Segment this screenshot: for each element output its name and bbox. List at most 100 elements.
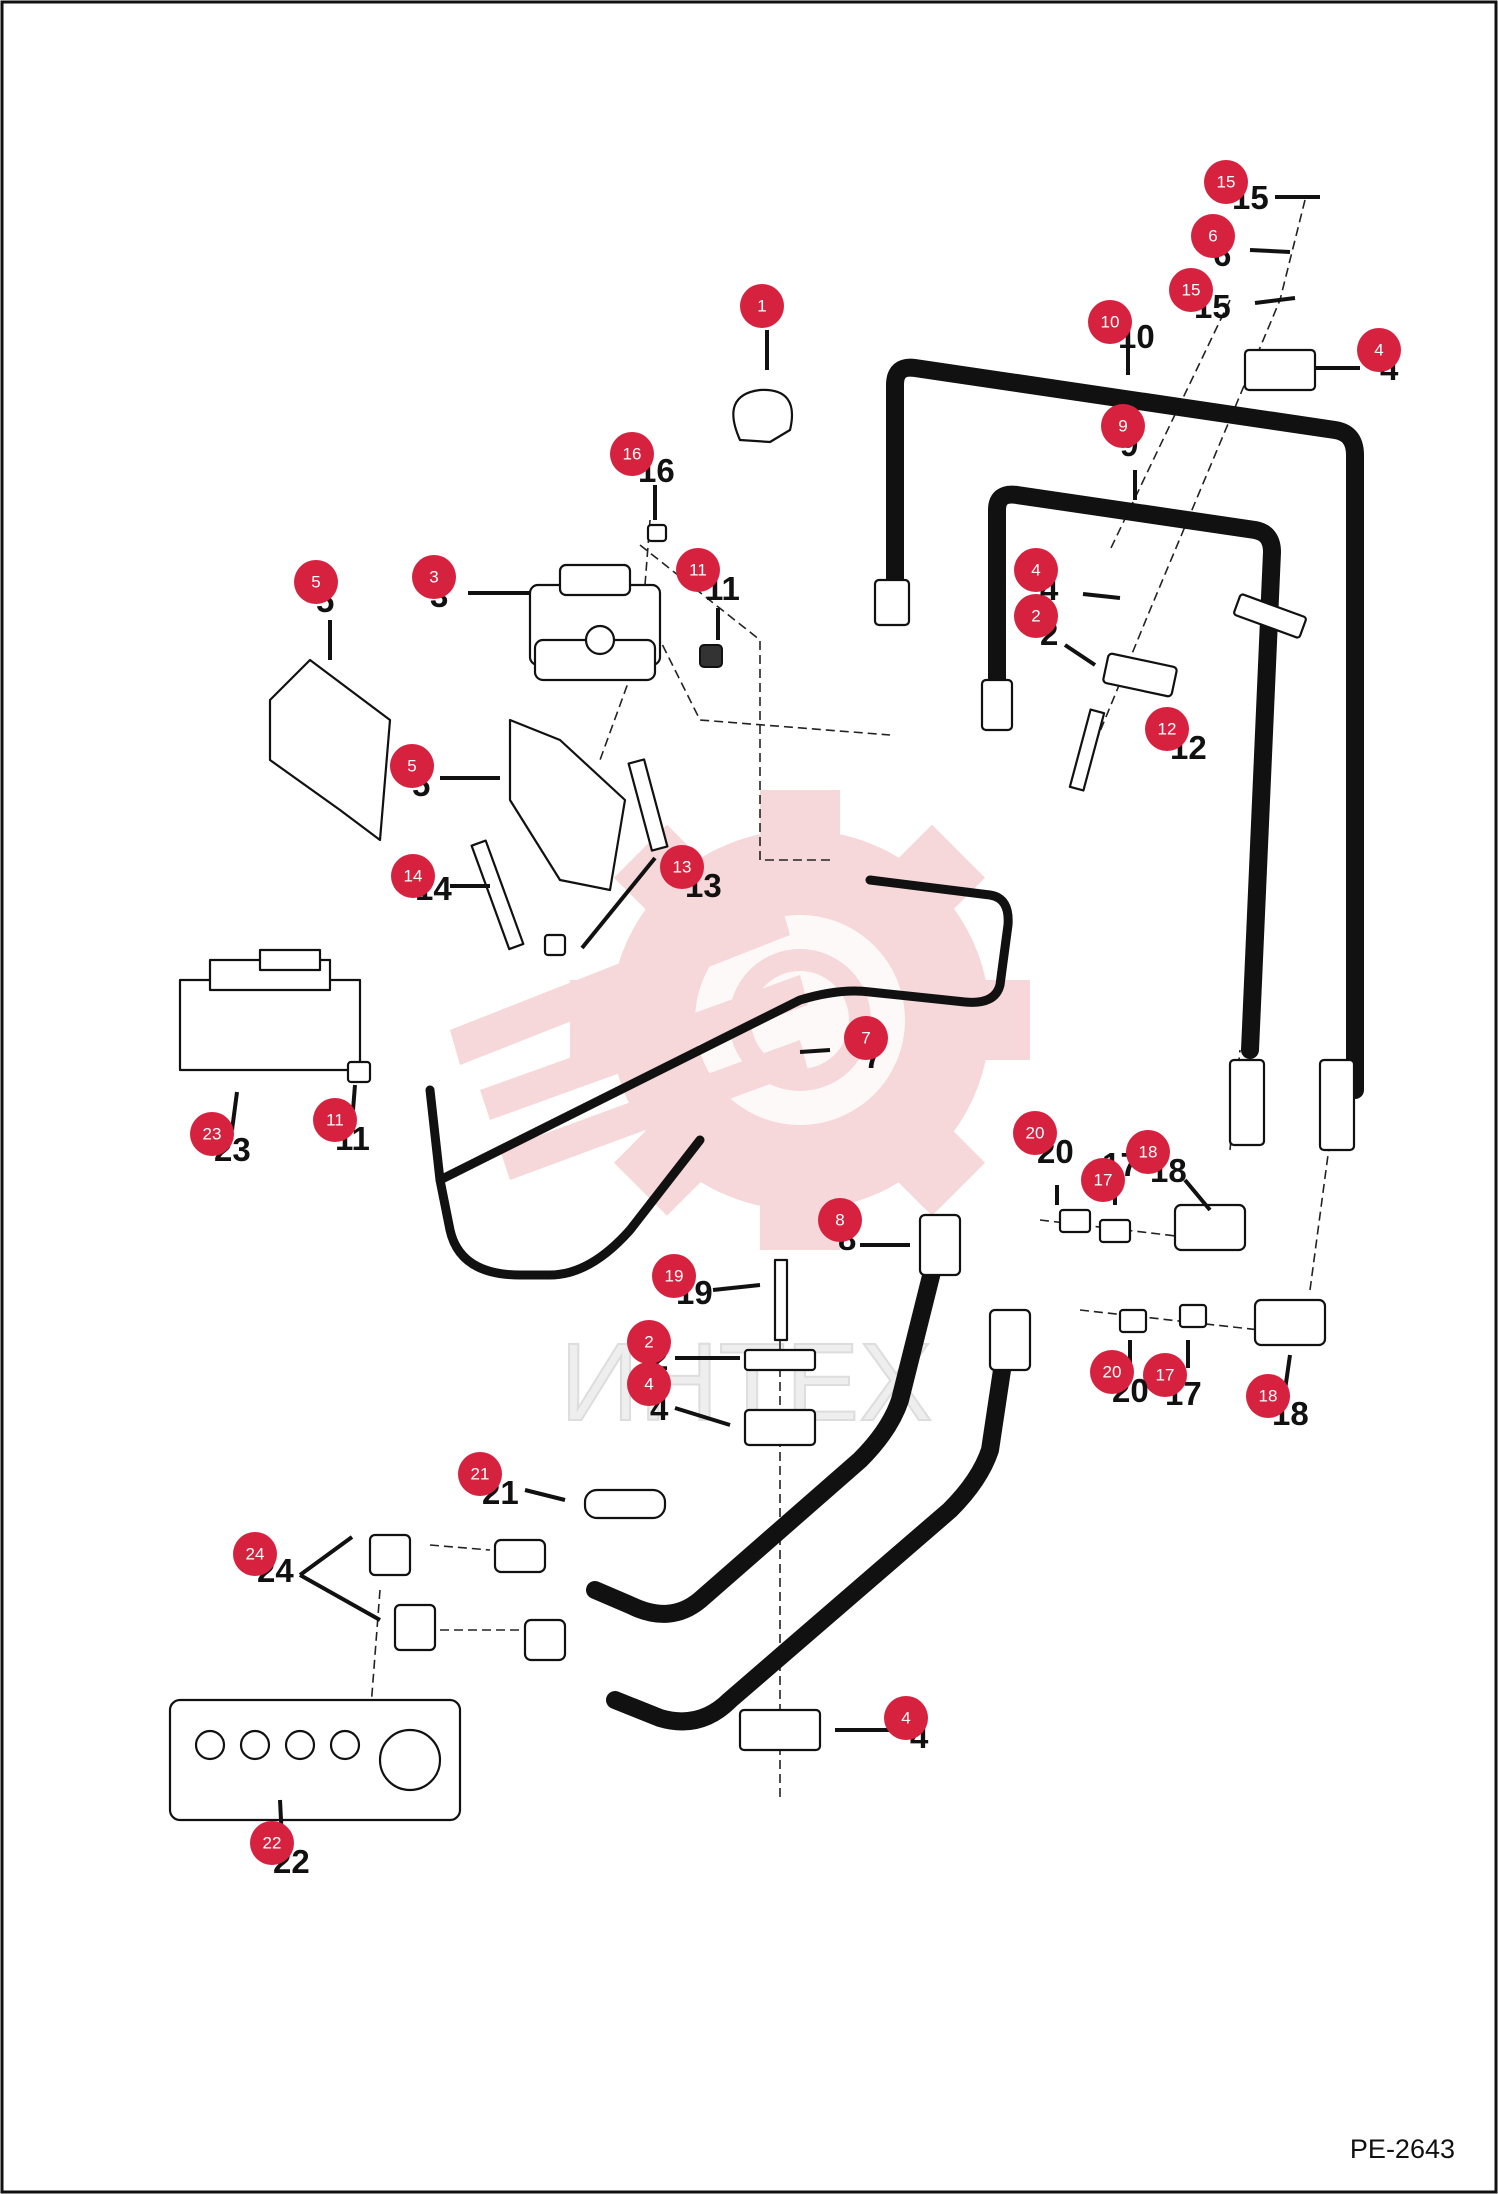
callout-badge-number: 22 [263,1834,282,1853]
callout-badge-number: 13 [673,858,692,877]
part-bracket-5 [268,658,627,892]
callout-badge [1126,1130,1170,1174]
callout-badge-number: 10 [1101,313,1120,332]
callout-badge-number: 4 [901,1709,910,1728]
callout-badge-number: 6 [1208,227,1217,246]
callout-badge [627,1320,671,1364]
callout-badge-number: 4 [644,1375,653,1394]
callout-badge [294,560,338,604]
callout-badge [884,1696,928,1740]
callout-8: 88 [818,1198,862,1257]
callout-badge-number: 17 [1156,1366,1175,1385]
callout-9: 99 [1101,404,1145,463]
callout-badge-number: 20 [1026,1124,1045,1143]
callout-badge [313,1098,357,1142]
callout-badge [1357,328,1401,372]
callout-badge [1013,1111,1057,1155]
callout-badge-number: 21 [471,1465,490,1484]
callout-badge [1090,1350,1134,1394]
part-valve-22 [168,1698,462,1822]
callout-badge-number: 15 [1182,281,1201,300]
callout-badge [676,548,720,592]
callout-badge [190,1112,234,1156]
callout-badge [844,1016,888,1060]
part-fittings [346,348,1327,1752]
callout-badge [1088,300,1132,344]
callout-badge [1081,1158,1125,1202]
callout-badge-number: 11 [326,1111,344,1130]
callout-7: 77 [844,1016,888,1075]
callout-6: 66 [1191,214,1235,273]
footer-code: PE-2643 [1350,2134,1455,2164]
callout-badge-number: 18 [1259,1387,1278,1406]
hose-assembly-9 [980,485,1281,1147]
callout-badge [391,854,435,898]
callout-5: 55 [390,744,434,803]
callout-badge [390,744,434,788]
callout-badge-number: 9 [1118,417,1127,436]
callout-badge-number: 4 [1031,561,1040,580]
callout-badge-number: 16 [623,445,642,464]
callout-4: 44 [884,1696,929,1755]
callout-badge [627,1362,671,1406]
callout-2: 22 [1014,594,1058,652]
callout-layer: 1222233444444445555667788991010111111111… [190,160,1401,1880]
callout-badge [818,1198,862,1242]
callout-badge-number: 20 [1103,1363,1122,1382]
callout-4: 44 [1357,328,1401,387]
callout-badge [250,1821,294,1865]
callout-3: 33 [412,555,456,614]
callout-badge-number: 19 [665,1267,684,1286]
hose-assembly-10 [873,358,1364,1152]
callout-badge [740,284,784,328]
callout-badge [652,1254,696,1298]
callout-badge-number: 17 [1094,1171,1113,1190]
callout-badge [412,555,456,599]
callout-badge [458,1452,502,1496]
callout-badge-number: 24 [246,1545,265,1564]
callout-badge-number: 12 [1158,720,1177,739]
callout-badge [1169,268,1213,312]
callout-badge [1143,1353,1187,1397]
callout-4: 44 [627,1362,671,1427]
hose-assembly-7 [425,875,1013,1280]
callout-badge-number: 4 [1374,341,1383,360]
callout-badge [1014,594,1058,638]
callout-badge [1014,548,1058,592]
callout-badge-number: 3 [429,568,438,587]
callout-badge [1246,1374,1290,1418]
callout-badge [1101,404,1145,448]
callout-badge-number: 8 [835,1211,844,1230]
callout-badge-number: 15 [1217,173,1236,192]
callout-badge [233,1532,277,1576]
callout-badge-number: 2 [644,1333,653,1352]
callout-badge [610,432,654,476]
part-block-23 [178,948,362,1072]
callout-5: 55 [294,560,338,619]
callout-badge-number: 23 [203,1125,222,1144]
callout-badge-number: 14 [404,867,423,886]
hose-assembly-8 [586,1213,1032,1731]
part-valve-3 [528,563,662,682]
callout-badge-number: 11 [689,561,707,580]
watermark-logo [450,790,1030,1250]
callout-badge-number: 5 [311,573,320,592]
